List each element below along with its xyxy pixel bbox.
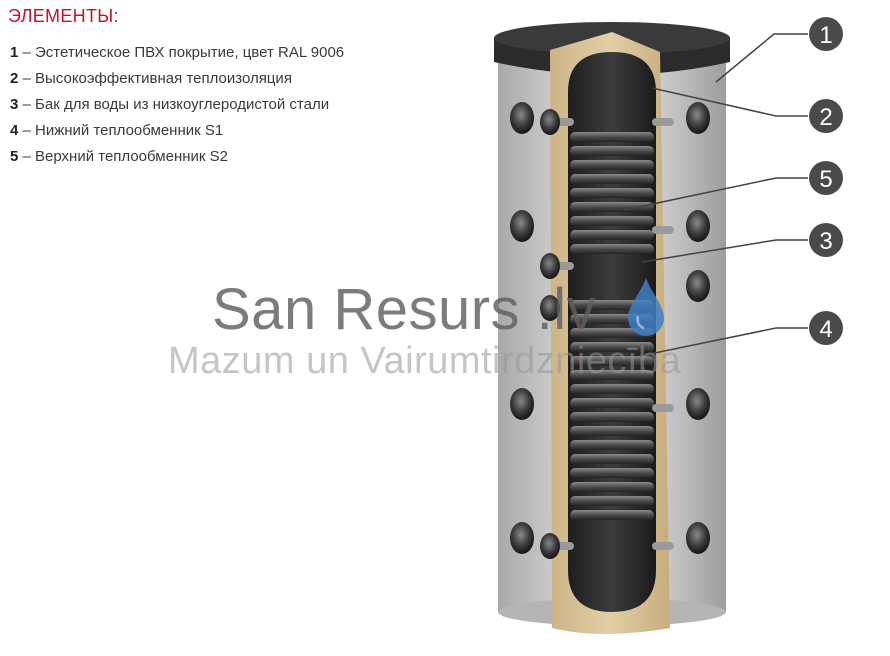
legend-item-5: 5 – Верхний теплообменник S2 xyxy=(10,144,344,170)
legend-number: 5 xyxy=(10,148,19,165)
watermark-brand: San Resurs .lv xyxy=(212,277,597,342)
callout-number: 1 xyxy=(819,22,832,49)
legend-text: – Эстетическое ПВХ покрытие, цвет RAL 90… xyxy=(22,44,345,61)
legend-number: 2 xyxy=(10,70,19,87)
callout-1: 1 xyxy=(809,17,843,51)
upper-heat-exchanger-coil xyxy=(570,132,654,254)
legend-text: – Верхний теплообменник S2 xyxy=(22,148,228,165)
legend-item-3: 3 – Бак для воды из низкоуглеродистой ст… xyxy=(10,92,344,118)
callout-number: 3 xyxy=(819,228,832,255)
legend-text: – Бак для воды из низкоуглеродистой стал… xyxy=(22,96,330,113)
callout-number: 2 xyxy=(819,104,832,131)
water-drop-icon xyxy=(628,278,664,336)
callout-3: 3 xyxy=(809,223,843,257)
legend-number: 1 xyxy=(10,44,19,61)
leader-lines xyxy=(623,33,808,357)
callout-number: 4 xyxy=(819,316,832,343)
legend-text: – Высокоэффективная теплоизоляция xyxy=(22,70,292,87)
callout-number: 5 xyxy=(819,166,832,193)
legend-number: 3 xyxy=(10,96,19,113)
legend-text: – Нижний теплообменник S1 xyxy=(22,122,224,139)
lower-heat-exchanger-coil xyxy=(570,300,654,520)
watermark-tagline: Mazum un Vairumtirdzniecība xyxy=(168,340,682,382)
legend-number: 4 xyxy=(10,122,19,139)
legend-list: 1 – Эстетическое ПВХ покрытие, цвет RAL … xyxy=(10,40,344,170)
callout-5: 5 xyxy=(809,161,843,195)
legend-item-4: 4 – Нижний теплообменник S1 xyxy=(10,118,344,144)
legend-item-1: 1 – Эстетическое ПВХ покрытие, цвет RAL … xyxy=(10,40,344,66)
side-ports xyxy=(510,102,710,559)
elements-heading: ЭЛЕМЕНТЫ: xyxy=(8,6,119,26)
callout-2: 2 xyxy=(809,99,843,133)
callout-4: 4 xyxy=(809,311,843,345)
legend-item-2: 2 – Высокоэффективная теплоизоляция xyxy=(10,66,344,92)
